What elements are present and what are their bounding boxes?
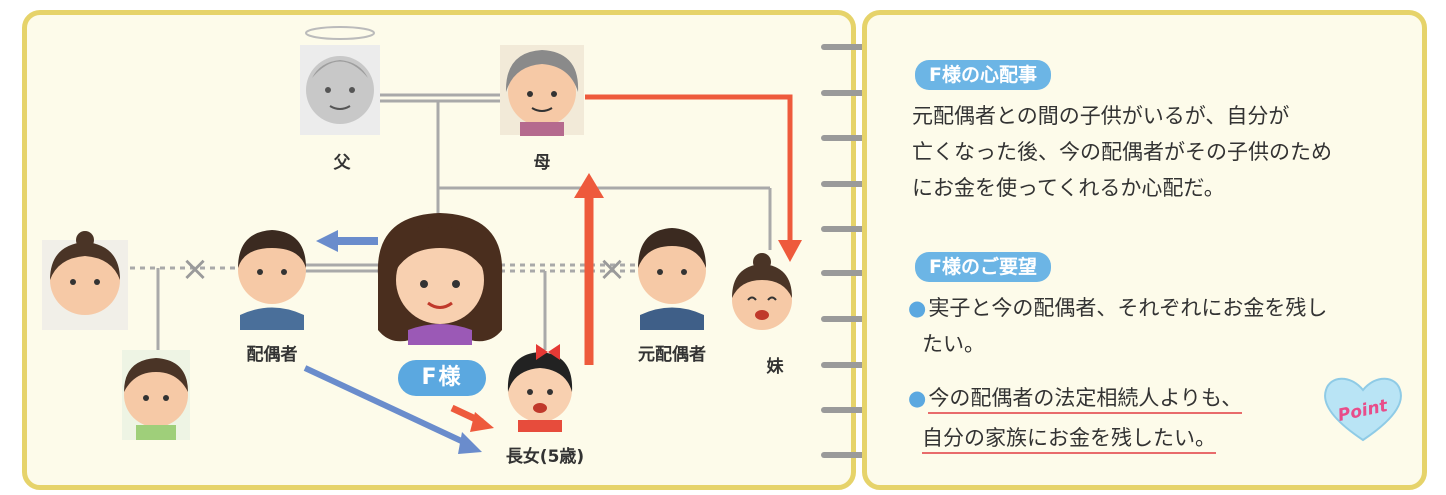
arrow-mother-to-sister: [585, 94, 793, 245]
label-sister: 妹: [766, 357, 784, 377]
daughter-figure: [507, 344, 573, 432]
client-f-sama-figure: [377, 213, 503, 345]
arrow-spouse-to-daughter: [303, 365, 472, 448]
client-name-badge: F様: [398, 360, 486, 396]
label-spouse: 配偶者: [246, 345, 298, 365]
request-item-1: ●実子と今の配偶者、それぞれにお金を残し たい。: [908, 290, 1327, 362]
halo-icon: [305, 26, 375, 40]
concern-line-2: 亡くなった後、今の配偶者がその子供のため: [912, 140, 1332, 164]
concern-line-3: にお金を使ってくれるか心配だ。: [912, 176, 1225, 200]
label-ex-spouse: 元配偶者: [638, 345, 706, 365]
request-item-1-line-2: たい。: [922, 332, 985, 356]
bullet-icon: ●: [908, 296, 927, 320]
spouse-figure: [238, 230, 306, 330]
family-lines: [110, 93, 772, 355]
mother-figure: [500, 45, 584, 136]
label-mother: 母: [533, 153, 551, 173]
request-item-1-line-1: 実子と今の配偶者、それぞれにお金を残し: [928, 296, 1328, 320]
father-figure: [300, 26, 380, 135]
arrow-head-daughter-red: [470, 412, 494, 432]
spouse-child-figure: [122, 350, 190, 440]
sister-figure: [732, 253, 792, 330]
arrow-head-daughter-blue: [458, 432, 482, 454]
point-heart-icon: Point: [1324, 377, 1402, 442]
request-item-2-line-1: 今の配偶者の法定相続人よりも、: [928, 386, 1243, 414]
ribbon-icon: [536, 344, 560, 360]
label-daughter: 長女(5歳): [505, 447, 585, 467]
label-father: 父: [333, 153, 351, 173]
divorce-mark-right: ×: [598, 249, 627, 289]
arrow-head-spouse: [316, 230, 338, 252]
concern-title-badge: F様の心配事: [915, 60, 1051, 90]
arrow-head-sister: [778, 240, 802, 262]
request-item-2: ●今の配偶者の法定相続人よりも、 自分の家族にお金を残したい。: [908, 380, 1243, 456]
concern-text: 元配偶者との間の子供がいるが、自分が 亡くなった後、今の配偶者がその子供のため …: [912, 98, 1332, 206]
ex-spouse-figure: [638, 228, 706, 330]
arrow-head-up: [574, 173, 604, 198]
family-tree-diagram: × ×: [42, 26, 802, 454]
bullet-icon: ●: [908, 386, 927, 410]
divorce-mark-left: ×: [181, 249, 210, 289]
request-item-2-line-2: 自分の家族にお金を残したい。: [922, 426, 1216, 454]
concern-line-1: 元配偶者との間の子供がいるが、自分が: [912, 104, 1290, 128]
request-title-badge: F様のご要望: [915, 252, 1051, 282]
spouse-ex-wife-figure: [42, 231, 128, 330]
inheritance-arrows: [303, 94, 802, 454]
